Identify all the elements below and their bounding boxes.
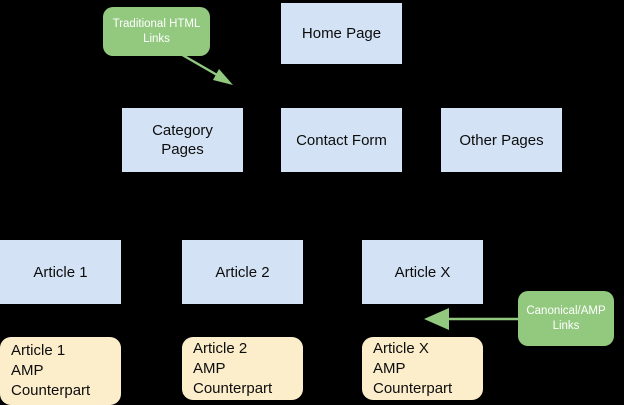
node-article-2-label: Article 2 (215, 263, 270, 281)
node-category-pages-label: Category Pages (152, 122, 213, 158)
node-article-x-amp-counterpart: Article X AMP Counterpart (362, 337, 483, 400)
node-contact-form: Contact Form (281, 108, 402, 172)
node-home-page: Home Page (281, 3, 402, 64)
node-other-pages: Other Pages (441, 108, 562, 172)
node-article-x: Article X (362, 240, 483, 304)
node-article-2-amp-counterpart-label: Article 2 AMP Counterpart (193, 339, 273, 397)
node-article-1-amp-counterpart: Article 1 AMP Counterpart (0, 337, 121, 405)
node-category-pages: Category Pages (122, 108, 243, 172)
node-article-1-amp-counterpart-label: Article 1 AMP Counterpart (11, 342, 91, 399)
node-other-pages-label: Other Pages (459, 131, 544, 149)
node-article-1-label: Article 1 (33, 263, 88, 281)
node-article-x-amp-counterpart-label: Article X AMP Counterpart (373, 339, 453, 397)
canonical-amp-links-arrow (424, 308, 518, 330)
node-article-2: Article 2 (182, 240, 303, 304)
callout-canonical-amp-links: Canonical/AMP Links (518, 291, 614, 346)
callout-traditional-html-links: Traditional HTML Links (103, 7, 210, 56)
callout-canonical-amp-links-label: Canonical/AMP Links (526, 304, 606, 332)
node-home-page-label: Home Page (301, 25, 382, 42)
node-contact-form-label: Contact Form (296, 131, 387, 149)
node-article-x-label: Article X (394, 263, 451, 281)
node-article-2-amp-counterpart: Article 2 AMP Counterpart (182, 337, 303, 400)
callout-traditional-html-links-label: Traditional HTML Links (112, 17, 201, 45)
node-article-1: Article 1 (0, 240, 121, 304)
